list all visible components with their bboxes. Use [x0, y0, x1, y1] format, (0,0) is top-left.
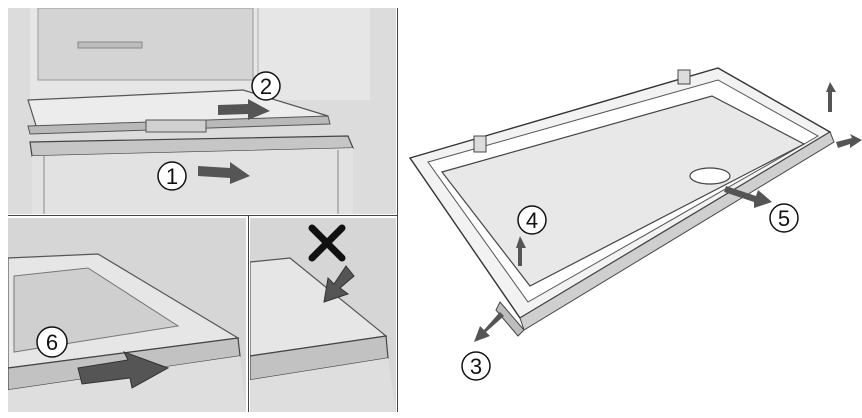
- arrow-icon: [516, 236, 526, 266]
- divider-vertical: [397, 8, 398, 412]
- arrow-icon: [218, 99, 270, 120]
- step-marker-4: 4: [517, 205, 547, 235]
- wrong-insertion-illustration: [250, 218, 396, 412]
- svg-text:1: 1: [166, 164, 178, 189]
- divider-horizontal: [8, 215, 397, 216]
- arrow-icon: [826, 82, 836, 112]
- arrow-icon: [836, 134, 862, 148]
- arrow-icon: [77, 351, 170, 389]
- arrow-icon: [724, 186, 772, 208]
- arrow-icon: [198, 162, 250, 184]
- step-marker-6: 6: [36, 326, 68, 358]
- step-marker-3: 3: [461, 351, 491, 381]
- svg-text:5: 5: [778, 206, 790, 231]
- svg-text:3: 3: [470, 354, 482, 379]
- cross-icon: [308, 224, 346, 262]
- step-marker-2: 2: [251, 71, 281, 101]
- shelf-removal-illustration: 2 1: [8, 8, 396, 214]
- panel-frame-disassembly: 4 5 3: [400, 40, 862, 418]
- frame-disassembly-illustration: 4 5 3: [408, 67, 862, 381]
- insert-frame-illustration: 6: [8, 218, 246, 412]
- step-marker-1: 1: [157, 161, 187, 191]
- step-marker-5: 5: [769, 203, 799, 233]
- panel-insert-frame: 6: [8, 218, 246, 412]
- panel-shelf-removal: 2 1: [8, 8, 396, 214]
- svg-text:4: 4: [526, 208, 538, 233]
- divider-small: [248, 216, 249, 412]
- svg-text:6: 6: [46, 330, 58, 355]
- arrow-icon: [474, 312, 504, 342]
- svg-text:2: 2: [260, 74, 272, 99]
- panel-wrong-insertion: [250, 218, 396, 412]
- arrow-icon: [323, 265, 355, 303]
